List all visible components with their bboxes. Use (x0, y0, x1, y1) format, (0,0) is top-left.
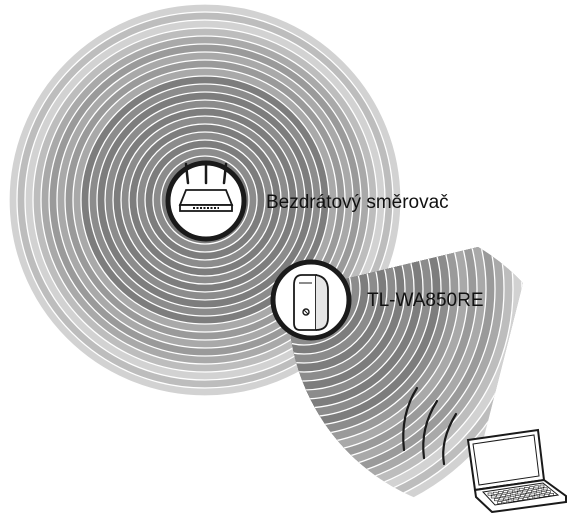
laptop-key (533, 495, 539, 499)
laptop-key (522, 490, 527, 494)
laptop-key (487, 492, 493, 496)
laptop-key (516, 491, 522, 495)
extender-label: TL-WA850RE (367, 290, 484, 311)
laptop-key (494, 498, 499, 502)
laptop-key (497, 501, 502, 504)
laptop-key (498, 491, 503, 494)
laptop-key (502, 500, 508, 504)
laptop-key (490, 495, 496, 499)
signal-waves-icon (402, 386, 458, 466)
laptop-key (534, 485, 540, 489)
laptop-key (540, 491, 546, 494)
laptop-key (514, 495, 520, 498)
laptop-key (539, 484, 545, 488)
laptop-key (544, 493, 549, 497)
laptop-key (525, 493, 530, 497)
laptop-key (501, 493, 506, 497)
router-icon (165, 160, 247, 242)
laptop-key (549, 493, 554, 496)
laptop-key (499, 497, 504, 501)
laptop-key (535, 491, 541, 495)
laptop-key (523, 497, 528, 500)
laptop-key (518, 497, 523, 501)
laptop-key (496, 494, 501, 498)
laptop-key (492, 491, 498, 495)
laptop-key (509, 495, 515, 499)
laptop-key (529, 486, 534, 490)
laptop-icon (466, 428, 567, 513)
laptop-key (504, 496, 510, 500)
laptop-key (506, 493, 512, 496)
laptop-key (532, 489, 538, 492)
laptop-key (546, 490, 551, 494)
laptop-key (513, 488, 519, 492)
laptop-key (524, 487, 529, 490)
laptop-key (520, 494, 525, 498)
laptop-key (530, 492, 536, 496)
laptop-key (527, 489, 532, 493)
range-extender-icon (270, 259, 352, 341)
laptop-key (508, 489, 514, 493)
laptop-key (512, 498, 518, 502)
router-label: Bezdrátový směrovač (266, 192, 449, 213)
laptop-key (511, 492, 517, 496)
laptop-key (538, 494, 544, 498)
laptop-key (537, 488, 543, 492)
laptop-key (542, 487, 548, 491)
laptop-key (503, 490, 508, 494)
laptop-key (528, 496, 534, 500)
laptop-key (518, 487, 524, 491)
laptop-key (507, 499, 513, 503)
